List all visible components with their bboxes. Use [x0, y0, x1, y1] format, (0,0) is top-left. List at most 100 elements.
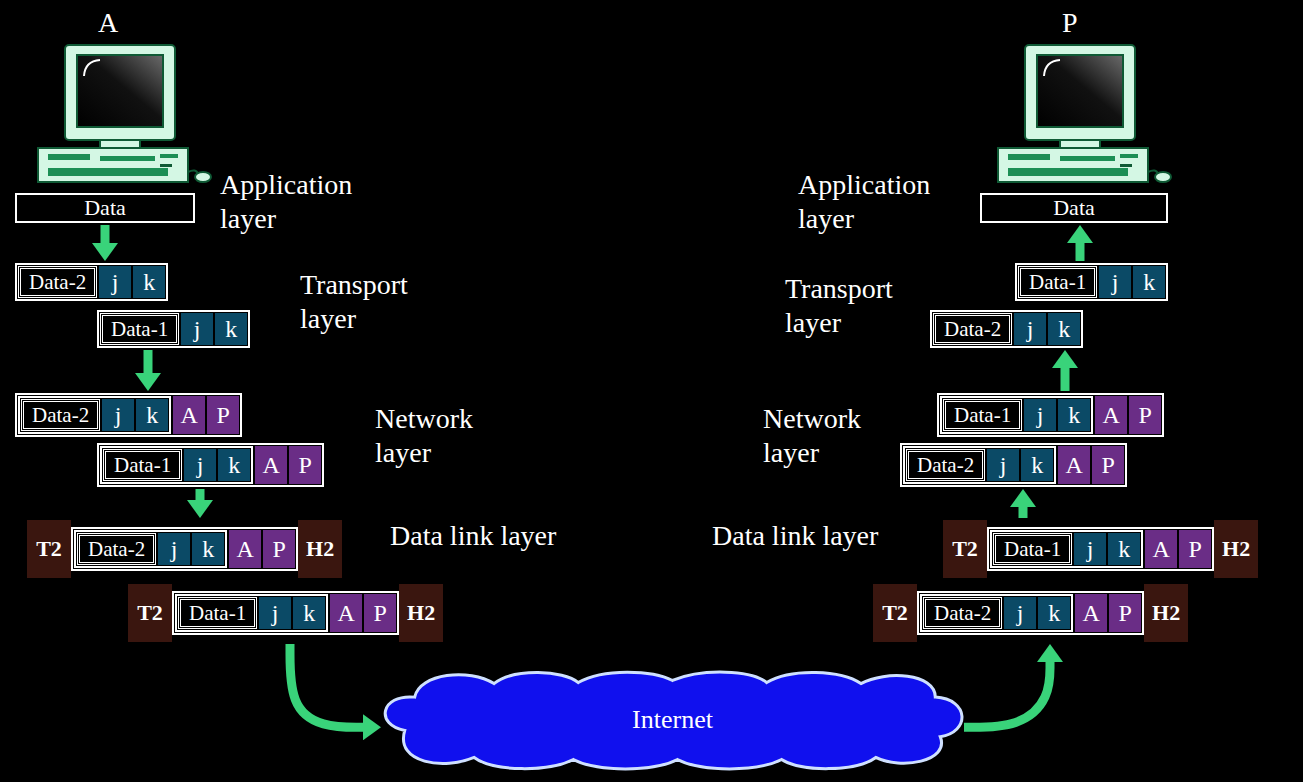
cell-text: T2 — [137, 600, 163, 626]
cell-text: k — [1143, 269, 1155, 295]
cell-text: Data-2 — [917, 452, 974, 478]
segment-frame: Data-2 jk — [74, 530, 227, 568]
port-cell: k — [293, 597, 325, 629]
data-box: Data-2 — [21, 399, 100, 431]
cell-text: T2 — [36, 536, 62, 562]
link-header-cell: T2 — [873, 584, 917, 642]
data-box: Data-1 — [178, 597, 257, 629]
segment-frame: Data-1jk — [100, 446, 253, 484]
data-box: Data-2 — [933, 313, 1012, 345]
cell-text: Data-2 — [32, 402, 89, 428]
cell-text: P — [216, 402, 229, 428]
port-cell: k — [218, 449, 250, 481]
segment-frame: Data-1 jk — [175, 594, 328, 632]
cell-text: j — [272, 600, 279, 626]
cell-text: P — [1188, 536, 1201, 562]
packet-frame: Data-1jkAP — [97, 443, 324, 487]
port-cell: k — [192, 533, 224, 565]
port-cell: j — [158, 533, 190, 565]
cell-text: A — [1102, 402, 1119, 428]
port-cell: k — [1021, 449, 1053, 481]
host-label: A — [98, 6, 118, 40]
packet-frame: Data-1jkAP — [987, 527, 1214, 571]
port-cell: k — [1108, 533, 1140, 565]
cell-text: Data-1 — [1029, 269, 1086, 295]
segment-frame: Data-2jk — [930, 310, 1083, 348]
flow-arrow — [964, 662, 1050, 727]
cell-text: T2 — [952, 536, 978, 562]
cell-text: Data-2 — [934, 600, 991, 626]
cell-text: P — [1138, 402, 1151, 428]
packet-frame: Data-2jkAP — [71, 527, 298, 571]
segment-frame: Data-1jk — [97, 310, 250, 348]
link-header-cell: H2 — [1144, 584, 1188, 642]
cell-text: Data-2 — [944, 316, 1001, 342]
frame: T2 Data-2 jkAP H2 — [873, 584, 1188, 642]
address-cell: P — [207, 396, 239, 434]
cell-text: H2 — [1152, 600, 1180, 626]
cell-text: k — [228, 452, 240, 478]
address-cell: A — [330, 594, 362, 632]
cell-text: A — [1082, 600, 1099, 626]
cell-text: j — [115, 402, 122, 428]
layer-label: Transport layer — [300, 268, 450, 335]
frame: T2Data-1jkAPH2 — [128, 584, 443, 642]
data-box: Data-2 — [906, 449, 985, 481]
address-cell: A — [255, 446, 287, 484]
cell-text: Data-2 — [88, 536, 145, 562]
data-box: Data-1 — [943, 399, 1022, 431]
port-cell: j — [1024, 399, 1056, 431]
cell-text: k — [1068, 402, 1080, 428]
cell-text: Internet — [632, 705, 713, 735]
cell-text: A — [236, 536, 253, 562]
cell-text: A — [1065, 452, 1082, 478]
cell-text: A — [262, 452, 279, 478]
frame: T2 Data-1jkAP H2 — [943, 520, 1258, 578]
port-cell: j — [99, 266, 131, 298]
flow-arrow — [1076, 243, 1085, 261]
data-box: Data-1 — [103, 449, 182, 481]
port-cell: j — [1074, 533, 1106, 565]
cell-text: k — [146, 402, 158, 428]
cell-text: j — [171, 536, 178, 562]
data-box: Data — [980, 193, 1168, 223]
cell-text: j — [1037, 402, 1044, 428]
segment-frame: Data-1 jk — [940, 396, 1093, 434]
flow-arrow — [1019, 507, 1028, 518]
cell-text: Data-1 — [954, 402, 1011, 428]
cell-text: k — [1048, 600, 1060, 626]
layer-label: Application layer — [220, 168, 400, 235]
port-cell: k — [1058, 399, 1090, 431]
address-cell: P — [1092, 446, 1124, 484]
port-cell: j — [181, 313, 213, 345]
data-box: Data-1 — [100, 313, 179, 345]
layer-label: Transport layer — [785, 272, 935, 339]
frame: T2Data-2jkAPH2 — [27, 520, 342, 578]
port-cell: j — [987, 449, 1019, 481]
address-cell: A — [1145, 530, 1177, 568]
flow-arrow — [196, 489, 205, 500]
port-cell: j — [184, 449, 216, 481]
link-header-cell: H2 — [298, 520, 342, 578]
port-cell: j — [1004, 597, 1036, 629]
port-cell: k — [136, 399, 168, 431]
cell-text: P — [1118, 600, 1131, 626]
cell-text: k — [202, 536, 214, 562]
cell-text: j — [112, 269, 119, 295]
link-header-cell: T2 — [128, 584, 172, 642]
cell-text: P — [298, 452, 311, 478]
cell-text: k — [143, 269, 155, 295]
layer-label: Application layer — [798, 168, 978, 235]
layer-label: Network layer — [763, 402, 903, 469]
cell-text: k — [1031, 452, 1043, 478]
port-cell: j — [259, 597, 291, 629]
address-cell: P — [364, 594, 396, 632]
packet-frame: Data-1 jkAP — [172, 591, 399, 635]
flow-arrow — [101, 225, 110, 243]
packet-frame: Data-2jkAP — [15, 393, 242, 437]
data-box: Data-1 — [993, 533, 1072, 565]
cell-text: H2 — [1222, 536, 1250, 562]
cell-text: P — [373, 600, 386, 626]
packet-frame: Data-2 jkAP — [900, 443, 1127, 487]
